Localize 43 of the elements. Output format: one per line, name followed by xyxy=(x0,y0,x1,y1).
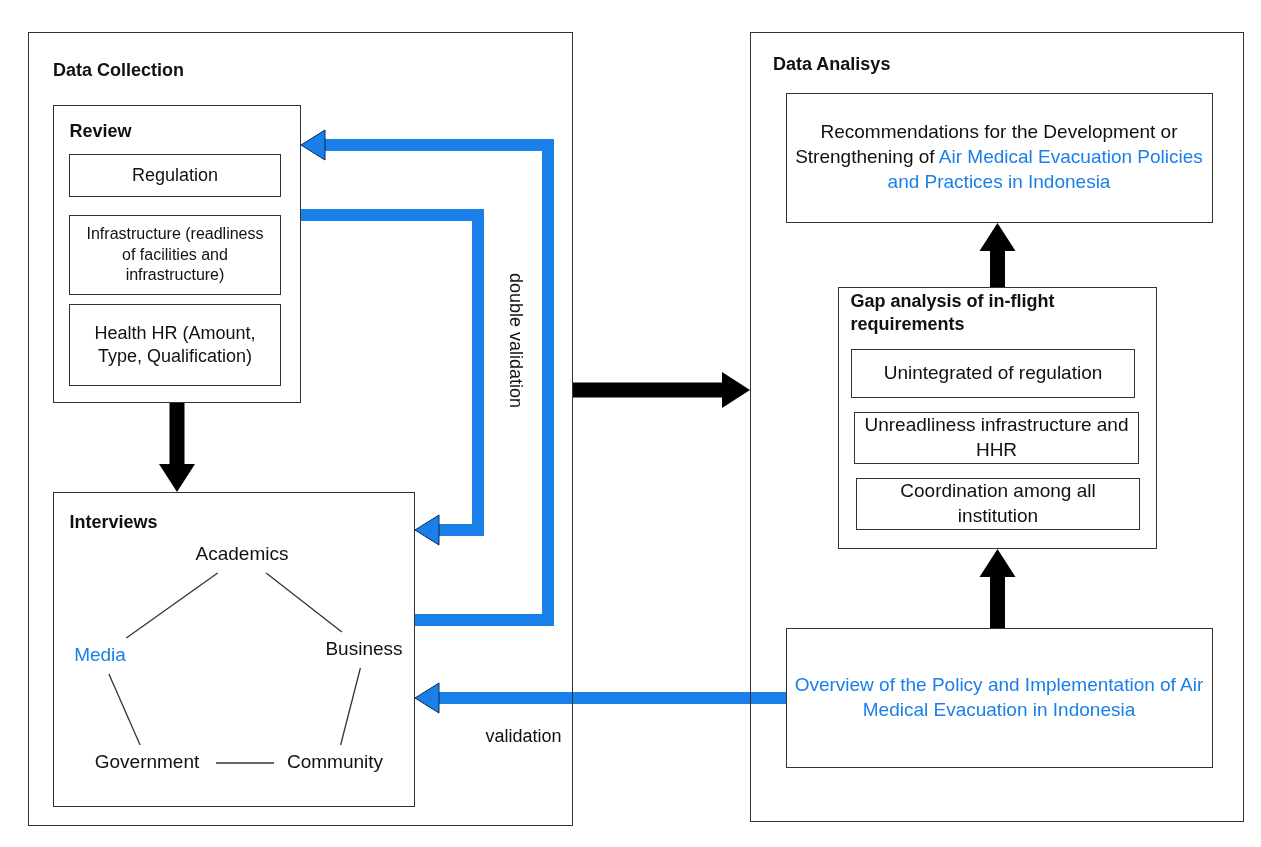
process-box xyxy=(785,627,1213,768)
arrow xyxy=(979,549,1016,628)
arrow xyxy=(301,209,484,546)
arrow xyxy=(159,403,195,492)
group-heading: Data Collection xyxy=(53,59,185,82)
box-text: Recommendations for the Development or Strengthening of Air Medical Evacuation Policies and Practices in Indonesia xyxy=(794,120,1204,194)
connector-line xyxy=(108,673,141,746)
process-box xyxy=(69,215,281,295)
group-heading: Gap analysis of in-flight requirements xyxy=(850,289,1056,336)
group-box xyxy=(52,104,301,403)
node-label: Academics xyxy=(182,540,302,568)
connector-line xyxy=(339,667,362,746)
panel xyxy=(750,32,1244,822)
group-heading: Interviews xyxy=(69,510,158,534)
node-label: Government xyxy=(83,748,211,776)
arrow xyxy=(414,682,786,714)
box-text: Health HR (Amount, Type, Qualification) xyxy=(93,321,257,368)
panel xyxy=(28,32,573,826)
box-text: Overview of the Policy and Implementation of Air Medical Evacuation in Indonesia xyxy=(794,672,1204,722)
process-box xyxy=(851,349,1135,398)
node-label: Community xyxy=(277,748,393,776)
group-box xyxy=(837,286,1157,549)
box-text: Regulation xyxy=(131,163,219,187)
process-box xyxy=(785,92,1213,223)
group-box xyxy=(52,491,415,807)
rotated-label: double validation xyxy=(504,272,526,408)
arrow xyxy=(300,129,554,626)
connector-line xyxy=(265,572,343,633)
group-heading: Data Analisys xyxy=(773,53,891,76)
process-box xyxy=(69,154,281,197)
node-label: Business xyxy=(317,635,411,663)
box-text: Coordination among all institution xyxy=(899,479,1097,528)
box-text: Infrastructure (readliness of facilities and infrastructure) xyxy=(85,223,265,286)
arrow xyxy=(573,372,750,408)
node-label: Media xyxy=(65,641,135,669)
connector-line xyxy=(215,762,275,764)
group-heading: Review xyxy=(69,119,132,143)
arrow xyxy=(979,223,1016,287)
process-box xyxy=(856,478,1140,530)
box-text: Unintegrated of regulation xyxy=(883,361,1103,386)
process-box xyxy=(69,304,281,386)
box-text: Unreadliness infrastructure and HHR xyxy=(863,413,1130,462)
connector-line xyxy=(125,572,219,639)
